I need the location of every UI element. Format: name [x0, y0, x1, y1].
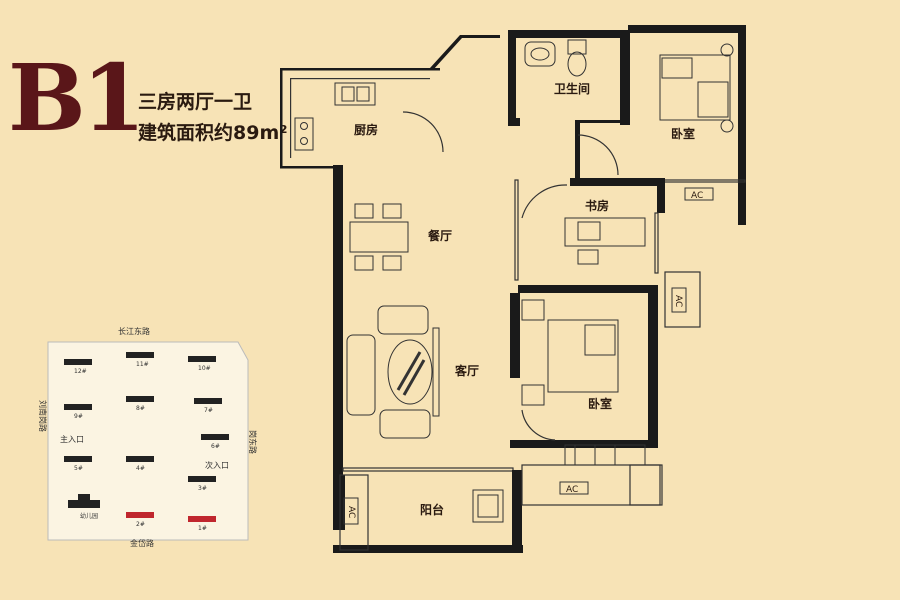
road-label-north: 长江东路: [118, 326, 150, 336]
floor-area-text: 建筑面积约89m²: [138, 122, 288, 144]
site-building-label: 2#: [136, 521, 145, 528]
site-map: 长江东路 金岱路 刘南岗路 岗东路 主入口 次入口 幼儿园 12# 11# 10# 9…: [38, 326, 258, 548]
room-label-master-bedroom: 卧室: [671, 126, 695, 141]
site-building: 7#: [194, 398, 222, 414]
site-building: 10#: [188, 356, 216, 372]
site-building: 3#: [188, 476, 216, 492]
ac-unit-master: AC: [684, 187, 714, 201]
unit-code-title: B1: [8, 44, 146, 152]
site-building: 12#: [64, 359, 92, 375]
room-label-balcony: 阳台: [420, 502, 444, 517]
site-map-buildings: 12# 11# 10# 9# 8# 7# 6# 5# 4# 3# 2# 1#: [64, 352, 229, 532]
site-building-label: 5#: [74, 465, 83, 472]
ac-label: AC: [673, 295, 683, 307]
room-label-study: 书房: [585, 198, 609, 213]
ac-unit-east: AC: [671, 287, 687, 313]
site-building: 4#: [126, 456, 154, 472]
ac-unit-balcony: AC: [343, 497, 359, 525]
room-label-living: 客厅: [454, 363, 479, 378]
site-building-label: 6#: [211, 443, 220, 450]
kindergarten-building: [68, 494, 100, 508]
ac-label: AC: [691, 191, 703, 201]
room-label-dining: 餐厅: [428, 228, 452, 243]
floor-plan-furniture: [294, 39, 734, 523]
site-building-label: 12#: [74, 368, 87, 375]
secondary-entrance-label: 次入口: [205, 460, 229, 470]
site-building-label: 10#: [198, 365, 211, 372]
site-building-label: 7#: [204, 407, 213, 414]
layout-description: 三房两厅一卫: [138, 91, 253, 113]
site-building: 2#: [126, 512, 154, 528]
road-label-west: 刘南岗路: [38, 400, 48, 432]
site-building: 5#: [64, 456, 92, 472]
site-building: 1#: [188, 516, 216, 532]
site-building: 6#: [201, 434, 229, 450]
main-entrance-label: 主入口: [60, 434, 84, 444]
site-building-label: 8#: [136, 405, 145, 412]
floor-plan-walls: [280, 25, 746, 553]
site-building-label: 4#: [136, 465, 145, 472]
ac-unit-bedroom: AC: [559, 481, 589, 495]
ac-label: AC: [566, 485, 578, 495]
site-building: 9#: [64, 404, 92, 420]
kindergarten-label: 幼儿园: [80, 512, 98, 520]
room-label-second-bedroom: 卧室: [588, 396, 612, 411]
site-building-label: 3#: [198, 485, 207, 492]
road-label-east: 岗东路: [248, 430, 258, 454]
road-label-south: 金岱路: [130, 538, 154, 548]
site-building: 11#: [126, 352, 154, 368]
room-label-kitchen: 厨房: [354, 122, 378, 137]
site-building-label: 1#: [198, 525, 207, 532]
room-label-bathroom: 卫生间: [554, 81, 590, 96]
ac-label: AC: [346, 506, 356, 518]
site-building-label: 11#: [136, 361, 149, 368]
site-building-label: 9#: [74, 413, 83, 420]
site-building: 8#: [126, 396, 154, 412]
